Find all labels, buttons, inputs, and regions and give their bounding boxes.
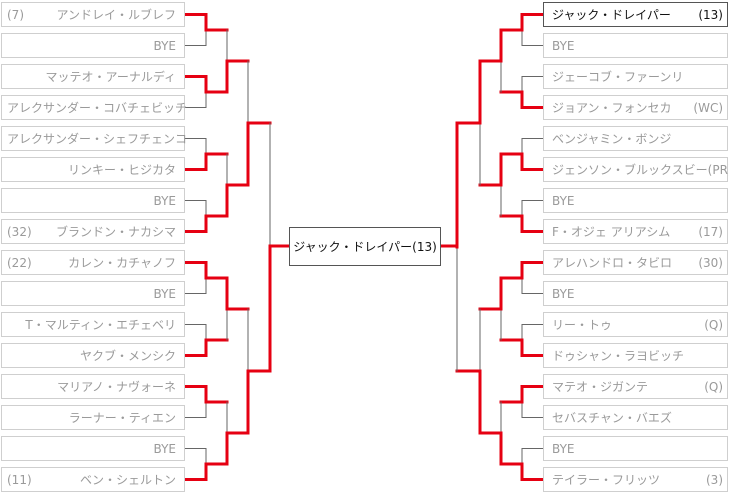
player-slot[interactable]: ジャック・ドレイパー (13) [543,2,728,27]
player-name: カレン・カチャノフ [68,256,176,270]
player-name: ヤクブ・メンシク [79,349,176,363]
player-slot[interactable]: (32) ブランドン・ナカシマ [1,219,185,244]
player-seed: (Q) [704,379,723,394]
player-name: ベンジャミン・ボンジ [552,132,672,146]
player-name: リー・トゥ [552,318,613,332]
player-slot[interactable]: ヤクブ・メンシク [1,343,185,368]
player-name: アレハンドロ・タビロ [552,256,673,270]
player-seed: (13) [698,7,723,22]
player-slot[interactable]: アレクサンダー・シェフチェンコ [1,126,187,151]
player-name: BYE [153,441,177,456]
player-seed: (WC) [693,100,723,115]
player-slot[interactable]: BYE [1,33,185,58]
player-slot[interactable]: ジェーコブ・ファーンリ [543,64,728,89]
player-seed: (30) [698,255,723,270]
player-name: ブランドン・ナカシマ [55,225,176,239]
player-name: BYE [552,193,575,208]
player-name: ドゥシャン・ラヨビッチ [552,349,685,363]
player-name: ラーナー・ティエン [68,411,176,425]
player-slot[interactable]: BYE [543,188,728,213]
player-name: アレクサンダー・コバチェビッチ [7,101,188,115]
player-name: BYE [552,38,575,53]
player-name: BYE [552,286,575,301]
player-slot[interactable]: マテオ・ジガンテ (Q) [543,374,728,399]
player-seed: (7) [7,7,24,22]
player-slot[interactable]: (22) カレン・カチャノフ [1,250,185,275]
player-name: マッテオ・アーナルディ [45,70,176,84]
player-name: アンドレイ・ルブレフ [56,8,176,22]
player-slot[interactable]: (7) アンドレイ・ルブレフ [1,2,185,27]
player-slot[interactable]: BYE [543,281,728,306]
player-seed: (17) [698,224,723,239]
player-name: ジェーコブ・ファーンリ [552,70,684,84]
player-name: リンキー・ヒジカタ [67,163,176,177]
player-slot[interactable]: ドゥシャン・ラヨビッチ [543,343,728,368]
player-name: アレクサンダー・シェフチェンコ [7,132,188,146]
player-slot[interactable]: テイラー・フリッツ (3) [543,467,728,492]
player-slot[interactable]: ジェンソン・ブルックスビー(PR) [543,157,729,182]
player-name: BYE [153,286,177,301]
player-name: F・オジェ アリアシム [552,225,671,239]
player-seed: (Q) [704,317,723,332]
player-slot[interactable]: セバスチャン・バエズ [543,405,728,430]
player-name: マテオ・ジガンテ [552,380,649,394]
player-slot[interactable]: ベンジャミン・ボンジ [543,126,728,151]
player-slot[interactable]: ジョアン・フォンセカ (WC) [543,95,728,120]
player-seed: (PR) [707,162,729,177]
player-seed: (3) [706,472,723,487]
player-slot[interactable]: F・オジェ アリアシム (17) [543,219,728,244]
champion-box[interactable]: ジャック・ドレイパー(13) [289,227,441,266]
player-slot[interactable]: BYE [1,188,185,213]
player-slot[interactable]: T・マルティン・エチェベリ [1,312,185,337]
player-slot[interactable]: BYE [1,436,185,461]
player-seed: (11) [7,472,32,487]
player-seed: (22) [7,255,32,270]
player-name: BYE [552,441,575,456]
player-seed: (32) [7,224,32,239]
player-name: ベン・シェルトン [79,473,176,487]
player-slot[interactable]: BYE [543,436,728,461]
player-name: ジョアン・フォンセカ [552,101,672,115]
player-name: BYE [153,38,177,53]
player-slot[interactable]: リー・トゥ (Q) [543,312,728,337]
player-name: ジェンソン・ブルックスビー [552,163,708,177]
player-name: ジャック・ドレイパー [552,8,671,22]
player-name: マリアノ・ナヴォーネ [57,380,176,394]
player-name: BYE [153,193,177,208]
player-name: セバスチャン・バエズ [552,411,672,425]
player-slot[interactable]: アレハンドロ・タビロ (30) [543,250,728,275]
player-slot[interactable]: BYE [1,281,185,306]
player-name: テイラー・フリッツ [552,473,661,487]
player-slot[interactable]: リンキー・ヒジカタ [1,157,185,182]
player-slot[interactable]: (11) ベン・シェルトン [1,467,185,492]
champion-name: ジャック・ドレイパー(13) [293,240,437,254]
player-slot[interactable]: マリアノ・ナヴォーネ [1,374,185,399]
player-slot[interactable]: マッテオ・アーナルディ [1,64,185,89]
player-name: T・マルティン・エチェベリ [25,318,176,332]
player-slot[interactable]: ラーナー・ティエン [1,405,185,430]
player-slot[interactable]: BYE [543,33,728,58]
player-slot[interactable]: アレクサンダー・コバチェビッチ [1,95,187,120]
